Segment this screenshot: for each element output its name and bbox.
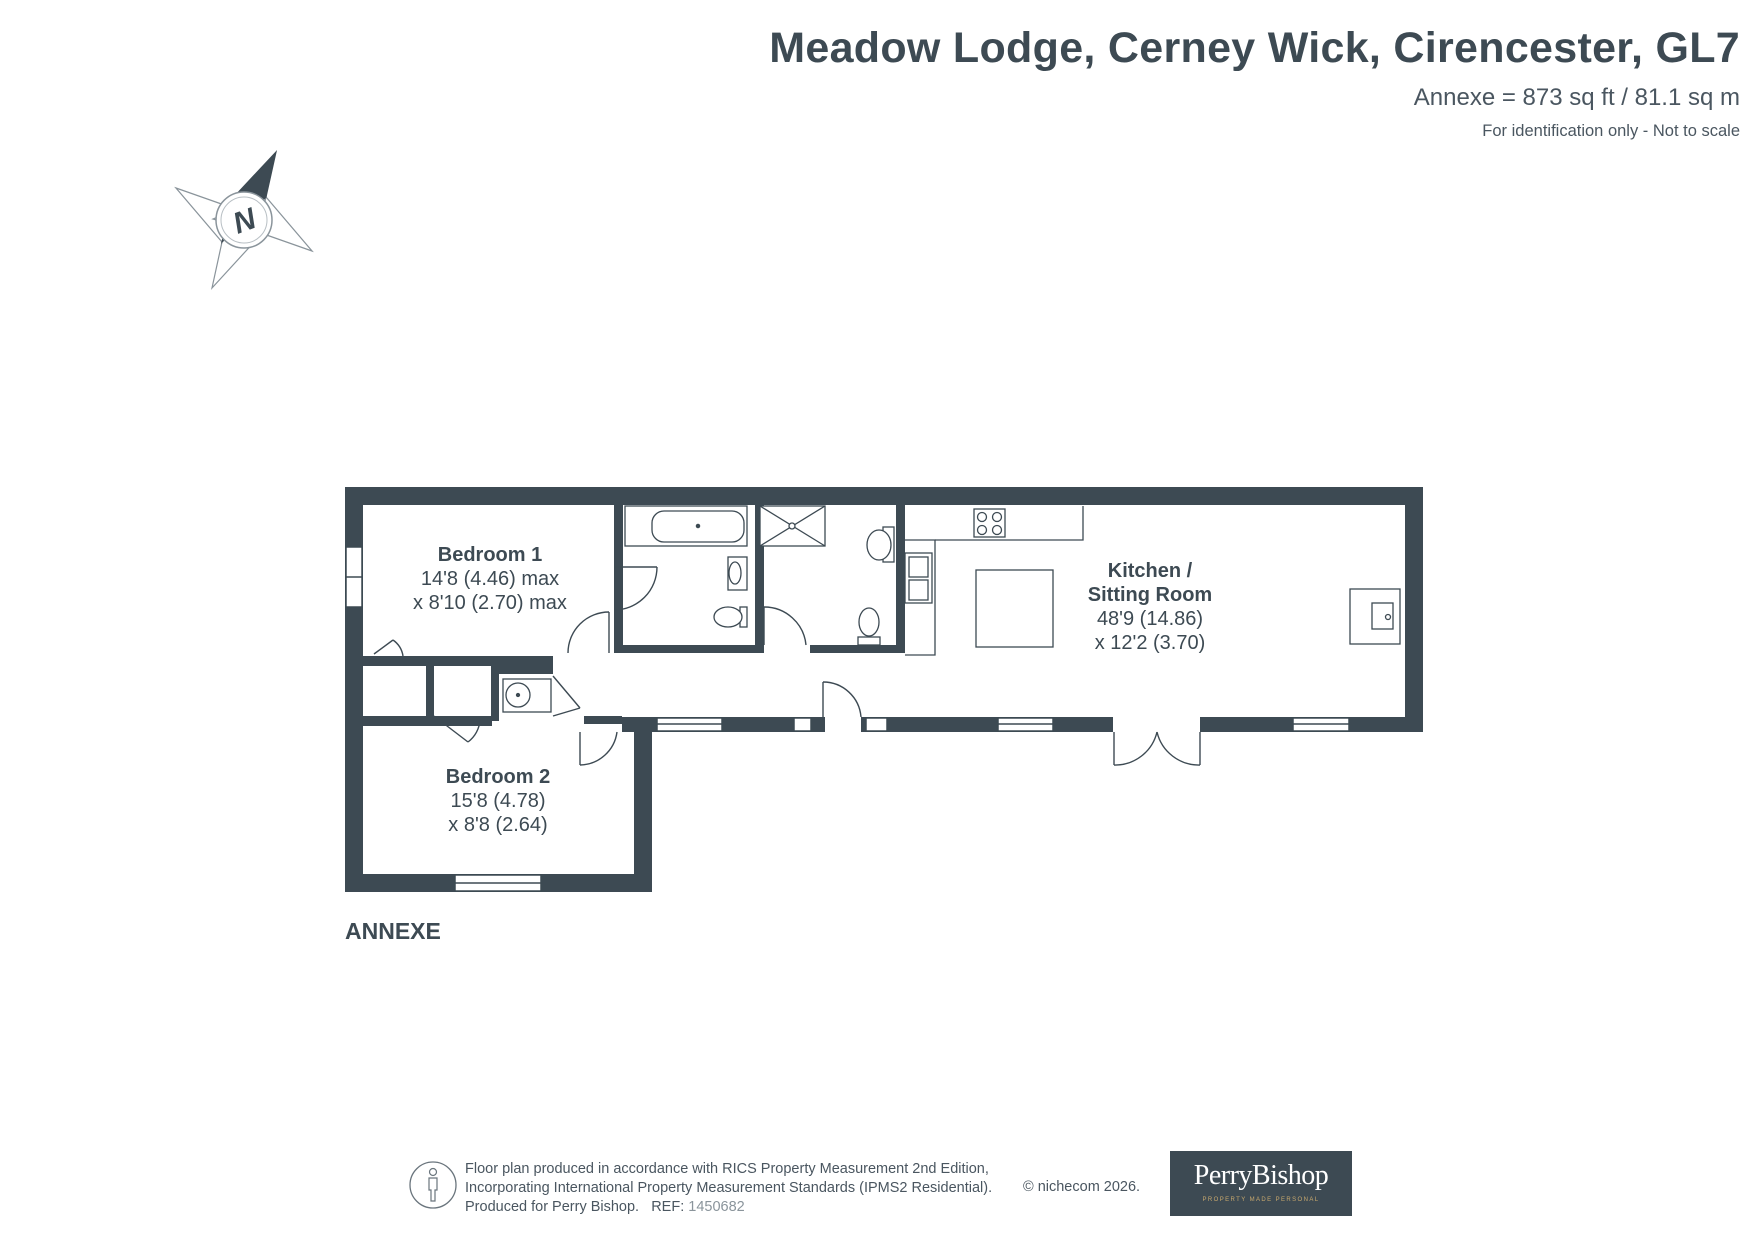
footer-line: Floor plan produced in accordance with R… — [465, 1161, 989, 1177]
disclaimer-text: For identification only - Not to scale — [1482, 122, 1740, 140]
internal-walls — [363, 503, 905, 726]
doors — [373, 566, 1201, 766]
footer-line: Produced for Perry Bishop. REF: 1450682 — [465, 1198, 992, 1217]
footer-notice: Floor plan produced in accordance with R… — [465, 1160, 992, 1217]
person-icon — [409, 1161, 457, 1209]
brand-name: PerryBishop — [1193, 1160, 1329, 1191]
room-dimension: 14'8 (4.46) max — [420, 568, 560, 590]
toilet-icon-2 — [857, 636, 881, 646]
fixtures — [502, 505, 1401, 713]
ref-value: 1450682 — [688, 1199, 745, 1215]
room-label-bedroom-2: Bedroom 2 15'8 (4.78) x 8'8 (2.64) — [418, 765, 578, 837]
area-summary: Annexe = 873 sq ft / 81.1 sq m — [1413, 84, 1740, 111]
room-dimension: x 8'10 (2.70) max — [413, 592, 567, 614]
room-dimension: 15'8 (4.78) — [450, 790, 546, 812]
room-name: Kitchen / — [1107, 560, 1193, 582]
room-name: Bedroom 2 — [445, 766, 551, 788]
footer-line: Incorporating International Property Mea… — [465, 1180, 993, 1196]
floor-label: ANNEXE — [345, 918, 441, 944]
room-label-bedroom-1: Bedroom 1 14'8 (4.46) max x 8'10 (2.70) … — [400, 543, 580, 615]
compass-icon: N — [174, 149, 314, 291]
island-unit — [975, 569, 1054, 648]
ref-label: REF: — [651, 1199, 685, 1215]
outer-walls — [345, 487, 1423, 892]
windows — [345, 546, 1350, 892]
room-name: Sitting Room — [1087, 584, 1213, 606]
room-name: Bedroom 1 — [437, 544, 543, 566]
room-label-kitchen: Kitchen / Sitting Room 48'9 (14.86) x 12… — [1050, 559, 1250, 655]
room-dimension: x 8'8 (2.64) — [448, 814, 548, 836]
page-title: Meadow Lodge, Cerney Wick, Cirencester, … — [769, 24, 1740, 72]
produced-for-text: Produced for Perry Bishop. — [465, 1199, 640, 1215]
brand-logo: PerryBishop PROPERTY MADE PERSONAL — [1170, 1151, 1352, 1216]
brand-tagline: PROPERTY MADE PERSONAL — [1202, 1197, 1320, 1203]
room-dimension: x 12'2 (3.70) — [1094, 632, 1206, 654]
room-dimension: 48'9 (14.86) — [1096, 608, 1204, 630]
copyright-text: © nichecom 2026. — [1023, 1179, 1141, 1195]
